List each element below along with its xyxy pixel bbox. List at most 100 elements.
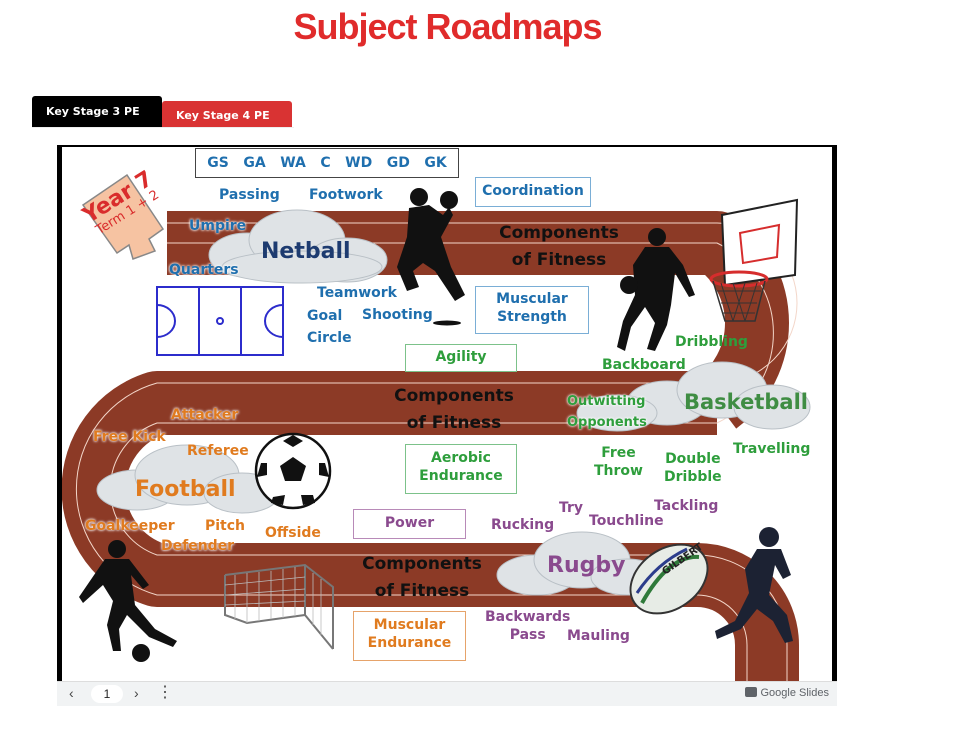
basketball-hoop-icon — [709, 198, 799, 322]
keyword-pitch: Pitch — [205, 518, 246, 534]
tab-divider — [32, 127, 294, 128]
slide-border-top — [57, 145, 837, 147]
page-title: Subject Roadmaps — [293, 6, 602, 47]
aerobic-endurance-line-2: Endurance — [419, 467, 503, 484]
fitness-agility: Agility — [435, 349, 487, 365]
fitness-heading-2: Components of Fitness — [383, 383, 525, 437]
muscular-strength-line-1: Muscular — [496, 291, 568, 307]
position-c: C — [320, 155, 331, 171]
fitness-heading-3-line-2: of Fitness — [374, 581, 470, 602]
free-throw-line-2: Throw — [594, 462, 643, 479]
keyword-travelling: Travelling — [733, 441, 811, 457]
keyword-offside: Offside — [265, 525, 321, 541]
chevron-right-icon[interactable]: › — [134, 685, 139, 701]
free-throw-line-1: Free — [601, 445, 636, 461]
keyword-defender: Defender — [161, 538, 235, 554]
muscular-strength-line-2: Strength — [497, 308, 567, 325]
keyword-umpire: Umpire — [189, 218, 247, 234]
netball-positions-box: GS GA WA C WD GD GK — [195, 148, 459, 178]
basketball-player-icon — [617, 228, 695, 351]
netball-court-icon — [156, 286, 284, 356]
position-wa: WA — [280, 155, 306, 171]
keyword-goal: Goal — [307, 308, 343, 324]
position-gs: GS — [207, 155, 229, 171]
rugby-ball-icon — [629, 543, 709, 615]
position-wd: WD — [345, 155, 373, 171]
fitness-power: Power — [384, 515, 435, 531]
netball-title: Netball — [261, 239, 351, 264]
football-cloud — [96, 444, 281, 514]
basketball-title: Basketball — [684, 390, 808, 414]
keyword-touchline: Touchline — [589, 513, 664, 529]
keyword-opponents: Opponents — [567, 415, 647, 430]
position-ga: GA — [243, 155, 266, 171]
football-title: Football — [135, 477, 236, 502]
more-vert-icon[interactable]: ⋮ — [157, 684, 173, 701]
slide-border-left — [57, 145, 62, 681]
running-track-graphic: GILBERT — [61, 188, 811, 681]
keyword-goalkeeper: Goalkeeper — [85, 518, 175, 534]
netball-cloud — [208, 209, 388, 284]
fitness-heading-1-line-2: of Fitness — [511, 250, 607, 271]
fitness-power-box: Power — [353, 509, 466, 539]
backwards-pass-line-1: Backwards — [485, 609, 571, 625]
position-gd: GD — [386, 155, 410, 171]
keyword-outwitting: Outwitting — [567, 394, 646, 409]
double-dribble-line-2: Dribble — [664, 468, 722, 485]
year-arrow-badge — [81, 173, 165, 260]
keyword-backboard: Backboard — [602, 357, 686, 373]
keyword-dribbling: Dribbling — [675, 334, 748, 350]
fitness-heading-1: Components of Fitness — [489, 220, 629, 274]
keyword-passing: Passing — [219, 187, 280, 203]
slides-viewer-toolbar: ‹ 1 › ⋮ Google Slides — [57, 681, 837, 706]
keyword-shooting: Shooting — [362, 307, 433, 323]
keyword-teamwork: Teamwork — [317, 285, 397, 301]
rugby-title: Rugby — [547, 553, 626, 578]
roadmap-slide: GILBERT GS GA WA C WD GD GK Passing Foot… — [57, 145, 837, 681]
keyword-attacker: Attacker — [171, 407, 239, 423]
fitness-heading-2-line-1: Components — [394, 386, 514, 406]
football-icon — [254, 432, 332, 510]
fitness-heading-3: Components of Fitness — [351, 551, 493, 605]
keyword-referee: Referee — [187, 443, 249, 459]
rugby-player-icon — [715, 527, 793, 643]
keyword-mauling: Mauling — [567, 628, 630, 644]
keyword-footwork: Footwork — [309, 187, 383, 203]
footballer-icon — [79, 540, 177, 662]
keyword-quarters: Quarters — [169, 262, 239, 278]
goal-icon — [224, 563, 334, 650]
google-slides-link[interactable]: Google Slides — [744, 687, 830, 699]
keyword-rucking: Rucking — [491, 517, 555, 533]
tab-key-stage-3[interactable]: Key Stage 3 PE — [32, 96, 162, 128]
chevron-left-icon[interactable]: ‹ — [69, 685, 74, 701]
google-slides-label: Google Slides — [760, 687, 830, 699]
muscular-endurance-line-2: Endurance — [367, 634, 452, 651]
fitness-heading-2-line-2: of Fitness — [406, 413, 502, 434]
fitness-coordination-box: Coordination — [475, 177, 591, 207]
keyword-tackling: Tackling — [654, 498, 719, 514]
fitness-heading-3-line-1: Components — [362, 554, 482, 574]
slide-border-right — [832, 145, 837, 681]
page-number-field[interactable]: 1 — [91, 685, 123, 703]
fitness-coordination: Coordination — [482, 183, 584, 199]
keyword-circle: Circle — [307, 330, 352, 346]
muscular-endurance-line-1: Muscular — [373, 617, 446, 633]
backwards-pass-line-2: Pass — [509, 626, 546, 643]
aerobic-endurance-line-1: Aerobic — [431, 450, 491, 466]
basketball-cloud — [576, 361, 811, 432]
tab-key-stage-4[interactable]: Key Stage 4 PE — [162, 101, 292, 128]
keyword-try: Try — [559, 500, 584, 516]
position-gk: GK — [424, 155, 447, 171]
fitness-heading-1-line-1: Components — [499, 223, 619, 243]
keyword-free-kick: Free Kick — [93, 429, 166, 445]
netball-player-icon — [397, 188, 465, 326]
fitness-agility-box: Agility — [405, 344, 517, 372]
slides-logo-icon — [744, 687, 757, 697]
double-dribble-line-1: Double — [665, 451, 721, 467]
